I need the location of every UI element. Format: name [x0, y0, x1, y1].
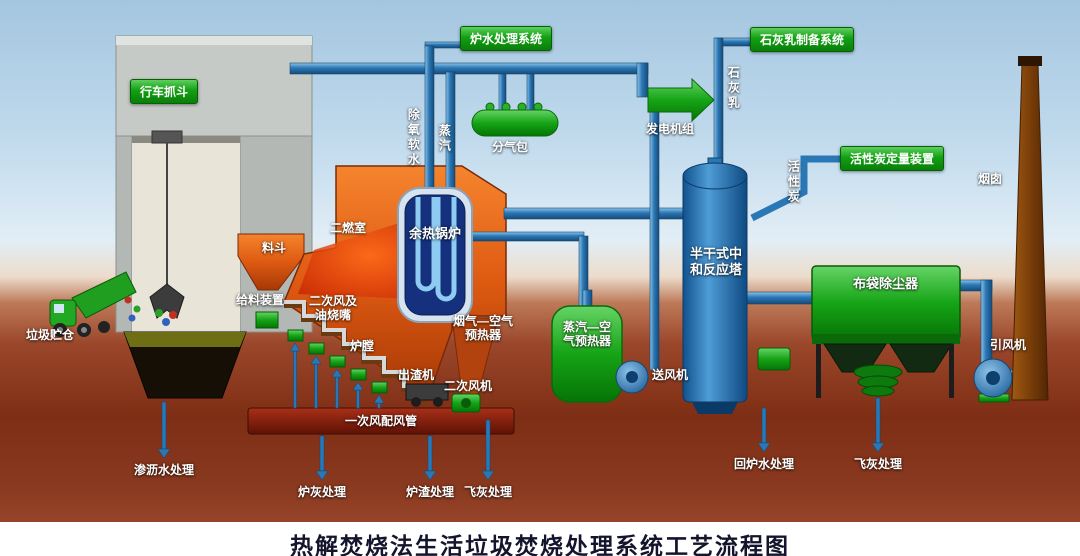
steam-label: 蒸汽 [437, 124, 452, 154]
primary-air-up-arrows [289, 342, 385, 409]
crane-grab-label-box: 行车抓斗 [130, 79, 199, 104]
steam-air-preheater-vessel [551, 289, 623, 403]
reaction-tower-vessel [682, 157, 748, 414]
furnace-chamber-label: 炉膛 [350, 339, 375, 353]
steam-air-preheater-label: 蒸汽—空气预热器 [562, 320, 611, 349]
boiler-water-system-label-box: 炉水处理系统 [460, 26, 553, 51]
main-steam-pipe [289, 62, 649, 75]
steam-to-preheater-pipe [649, 111, 660, 371]
flue-gas-duct [503, 207, 689, 220]
waste-heat-boiler-label: 余热锅炉 [409, 226, 462, 241]
activated-carbon-label: 活性炭 [786, 160, 801, 205]
chimney-stack [1011, 56, 1049, 401]
steam-drum-label: 分气包 [492, 140, 529, 154]
waste-bunker-label: 垃圾贮仓 [26, 328, 75, 342]
flue-gas-air-preheater-label: 烟气—空气预热器 [452, 314, 513, 343]
generator-unit-label: 发电机组 [646, 122, 695, 136]
induced-draft-fan-label: 引风机 [990, 338, 1027, 352]
secondary-chamber-label: 二燃室 [330, 221, 367, 235]
primary-air-duct-band [247, 407, 515, 435]
bag-filter-label: 布袋除尘器 [853, 276, 919, 291]
diagram-title: 热解焚烧法生活垃圾焚烧处理系统工艺流程图 [290, 533, 790, 556]
lime-milk-label: 石灰乳 [726, 66, 741, 111]
deaerated-soft-water-label: 除氧软水 [406, 108, 421, 168]
hopper-label: 料斗 [262, 241, 287, 255]
chimney-label: 烟囱 [978, 172, 1003, 186]
carbon-dosing-device-label-box: 活性炭定量装置 [840, 146, 945, 171]
steam-drum [471, 102, 559, 137]
induced-draft-fan [973, 358, 1013, 403]
lime-milk-system-label-box: 石灰乳制备系统 [750, 27, 855, 52]
lime-milk-pipe [713, 37, 724, 175]
crane-grab-mechanism [149, 130, 185, 326]
bag-filter-unit [811, 265, 961, 398]
garbage-truck [49, 271, 141, 337]
generator-unit-arrow [647, 77, 715, 123]
feeding-device-box [255, 311, 279, 329]
waste-pit [123, 331, 247, 399]
bottom-white-strip [0, 522, 1080, 556]
forced-draft-fan-label: 送风机 [652, 368, 689, 382]
forced-draft-fan [615, 360, 649, 394]
secondary-air-oil-burner-label: 二次风及油烧嘴 [308, 294, 357, 323]
secondary-air-fan-device [451, 393, 481, 413]
discharge-arrows [157, 397, 885, 481]
reaction-tower-label: 半干式中和反应塔 [689, 246, 742, 277]
fly-ash-treatment-label-2: 飞灰处理 [854, 457, 903, 471]
slag-discharger-label: 出渣机 [398, 368, 435, 382]
grate-air-boxes [255, 311, 388, 394]
feeding-device-label: 给料装置 [236, 293, 285, 307]
secondary-air-fan-label: 二次风机 [444, 379, 493, 393]
ash-conveyor-box [757, 347, 791, 371]
feedwater-pipe [424, 45, 435, 197]
return-water-treatment-label: 回炉水处理 [734, 457, 795, 471]
activated-carbon-pipe [750, 155, 842, 222]
leachate-treatment-label: 渗沥水处理 [134, 463, 195, 477]
slag-treatment-label: 炉渣处理 [406, 485, 455, 499]
tower-to-bagfilter-duct [745, 291, 817, 305]
grate-stairs [284, 300, 428, 403]
waste-heat-boiler-vessel [397, 187, 473, 323]
fly-ash-treatment-label-1: 飞灰处理 [464, 485, 513, 499]
slag-discharger-machine [405, 383, 449, 407]
furnace-ash-treatment-label: 炉灰处理 [298, 485, 347, 499]
primary-air-duct-label: 一次风配风管 [344, 414, 417, 428]
feed-hopper [237, 233, 305, 291]
pipes [289, 37, 1027, 382]
